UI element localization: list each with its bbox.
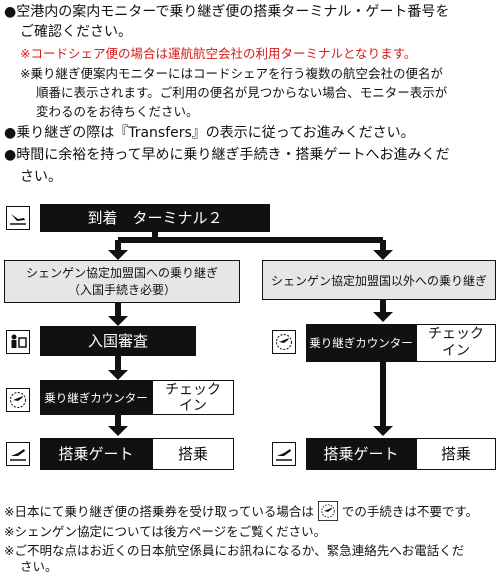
schengen-transfer-label: シェンゲン協定加盟国への乗り継ぎ [25,265,218,280]
transfer-icon [6,388,30,412]
bottom-note3a: ※ご不明な点はお近くの日本航空係員にお訊ねになるか、緊急連絡先へお電話くだ [4,543,465,558]
note2a: ※乗り継ぎ便案内モニターにはコードシェアを行う複数の航空会社の便名が [20,66,443,81]
checkin-label-1: チェック [428,326,484,342]
bottom-note1: ※日本にて乗り継ぎ便の搭乗券を受け取っている場合は での手続きは不要です。 [4,500,478,522]
plane-arrival-icon [6,206,30,230]
checkin-box-left: チェック イン [152,380,234,415]
immigration-required-label: （入国手続き必要） [67,282,176,297]
note-line2: ●乗り継ぎの際は『Transfers』の表示に従ってお進みください。 [4,125,415,141]
immigration-bar: 入国審査 [40,326,196,356]
transfer-icon [272,330,296,354]
boarding-gate-bar-left: 搭乗ゲート [40,438,152,470]
non-schengen-transfer-box: シェンゲン協定加盟国以外への乗り継ぎ [262,260,496,300]
note-line1: ●空港内の案内モニターで乗り継ぎ便の搭乗ターミナル・ゲート番号を [4,4,450,20]
bottom-note1a: ※日本にて乗り継ぎ便の搭乗券を受け取っている場合は [4,503,314,519]
bottom-note2: ※シェンゲン協定については後方ページをご覧ください。 [4,524,327,539]
schengen-transfer-box: シェンゲン協定加盟国への乗り継ぎ （入国手続き必要） [4,260,240,303]
boarding-gate-bar-right: 搭乗ゲート [306,438,416,470]
transfer-counter-bar-right: 乗り継ぎカウンター [306,324,416,362]
note-line3a: ●時間に余裕を持って早めに乗り継ぎ手続き・搭乗ゲートへお進みくだ [4,147,450,163]
codeshare-red-note: ※コードシェア便の場合は運航航空会社の利用ターミナルとなります。 [20,46,417,61]
bottom-note1b: での手続きは不要です。 [341,503,479,519]
bottom-note3b: さい。 [20,559,58,574]
note2c: 変わるのをお待ちください。 [36,104,199,119]
plane-departure-icon [272,442,296,466]
checkin-label-2: イン [442,343,470,359]
plane-departure-icon [6,442,30,466]
passport-control-icon [6,330,30,354]
boarding-box-left: 搭乗 [152,438,234,470]
note-line1b: ご確認ください。 [20,24,132,40]
checkin-box-right: チェック イン [416,324,496,362]
transfer-icon [317,501,338,521]
checkin-label-1: チェック [165,381,221,398]
boarding-box-right: 搭乗 [416,438,496,470]
arrival-terminal-bar: 到着 ターミナル２ [40,204,270,232]
note2b: 順番に表示されます。ご利用の便名が見つからない場合、モニター表示が [36,85,448,100]
note-line3b: さい。 [20,169,62,185]
checkin-label-2: イン [179,397,207,414]
transfer-counter-bar-left: 乗り継ぎカウンター [40,380,152,415]
